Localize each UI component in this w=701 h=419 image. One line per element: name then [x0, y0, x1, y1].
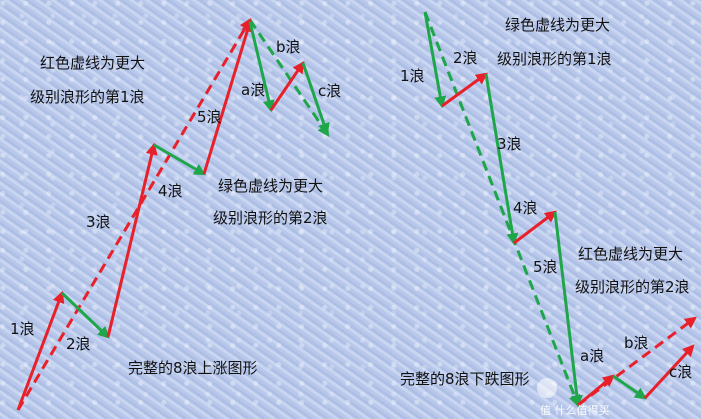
left-wave-c-label: c浪	[318, 82, 341, 100]
right-wave2-arrow	[441, 72, 488, 108]
right-wave-b-arrow	[612, 374, 647, 400]
right-wave4-label: 4浪	[513, 199, 538, 217]
right-wave-b-label: b浪	[624, 334, 649, 352]
left-wave2-arrow	[60, 291, 110, 339]
left-wave4-arrow	[153, 143, 207, 176]
right-wave4-arrow	[513, 210, 557, 245]
right-caption: 完整的8浪下跌图形	[400, 370, 530, 388]
right-wave-c-arrow	[643, 344, 695, 400]
left-wave5-label: 5浪	[197, 108, 222, 126]
left-wave1-label: 1浪	[10, 320, 35, 338]
right-wave-a-arrow	[577, 374, 615, 407]
right-wave3-label: 3浪	[497, 135, 522, 153]
right-green-note-line1: 绿色虚线为更大	[505, 16, 610, 34]
left-wave2-label: 2浪	[66, 335, 91, 353]
left-green-note-line2: 级别浪形的第2浪	[213, 209, 328, 227]
left-wave-b-label: b浪	[276, 38, 301, 56]
right-red-note-line1: 红色虚线为更大	[578, 245, 683, 263]
right-wave5-arrow	[553, 211, 583, 408]
right-wave-c-label: c浪	[669, 363, 692, 381]
right-wave3-arrow	[484, 73, 519, 246]
left-wave3-arrow	[106, 142, 158, 338]
left-red-note-line1: 红色虚线为更大	[40, 54, 145, 72]
left-big-wave1-dashed-line	[16, 17, 252, 411]
watermark-logo-icon	[537, 378, 557, 398]
left-red-note-line2: 级别浪形的第1浪	[30, 88, 145, 106]
right-wave5-label: 5浪	[533, 258, 558, 276]
left-green-note-line1: 绿色虚线为更大	[218, 177, 323, 195]
right-big-wave1-dashed-line	[423, 11, 581, 408]
right-wave1-label: 1浪	[400, 67, 425, 85]
right-wave2-label: 2浪	[453, 49, 478, 67]
left-wave3-label: 3浪	[86, 213, 111, 231]
left-wave4-label: 4浪	[158, 182, 183, 200]
right-green-note-line2: 级别浪形的第1浪	[497, 50, 612, 68]
watermark: 值 什么值得买	[537, 378, 610, 417]
right-red-note-line2: 级别浪形的第2浪	[575, 278, 690, 296]
left-wave-c-arrow	[301, 62, 330, 136]
left-wave-a-arrow	[248, 21, 275, 113]
left-wave-a-label: a浪	[241, 81, 265, 99]
watermark-text: 值 什么值得买	[540, 404, 610, 417]
left-caption: 完整的8浪上涨图形	[128, 359, 258, 377]
left-wave-b-arrow	[269, 61, 305, 111]
left-big-wave2-dashed-line	[248, 19, 330, 137]
left-wave5-arrow	[202, 19, 253, 175]
left-wave1-arrow	[16, 290, 65, 411]
right-wave1-arrow	[423, 11, 447, 109]
right-downtrend-diagram: 绿色虚线为更大 级别浪形的第1浪 红色虚线为更大 级别浪形的第2浪 1浪 2浪 …	[400, 11, 697, 408]
left-uptrend-diagram: 红色虚线为更大 级别浪形的第1浪 绿色虚线为更大 级别浪形的第2浪 1浪 2浪 …	[10, 17, 341, 411]
right-wave-a-label: a浪	[580, 347, 604, 365]
